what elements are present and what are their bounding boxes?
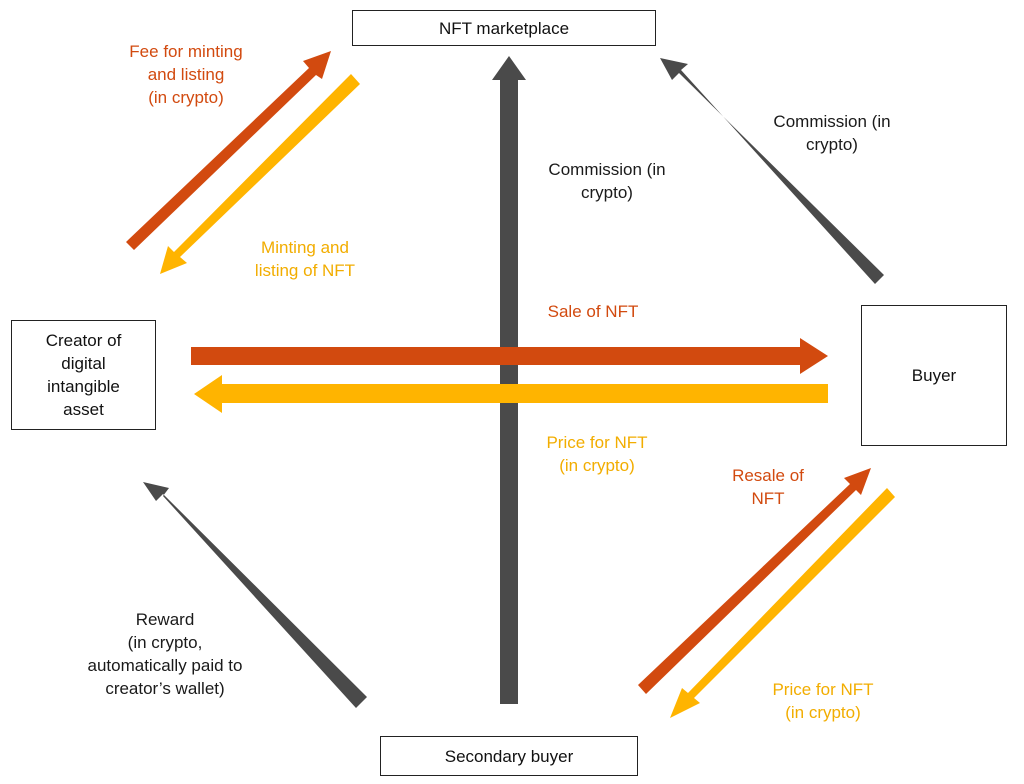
node-buyer: Buyer bbox=[861, 305, 1007, 446]
label-commission-right: Commission (in crypto) bbox=[773, 112, 891, 154]
label-price: Price for NFT (in crypto) bbox=[546, 433, 648, 475]
node-buyer-label: Buyer bbox=[911, 366, 957, 385]
label-price-resale: Price for NFT (in crypto) bbox=[772, 680, 874, 722]
label-reward: Reward (in crypto, automatically paid to… bbox=[87, 610, 243, 698]
reward-arrow bbox=[143, 482, 367, 708]
label-resale: Resale of NFT bbox=[732, 466, 804, 508]
commission-arrow-vertical bbox=[492, 56, 526, 704]
node-secondary-buyer-label: Secondary buyer bbox=[444, 746, 574, 766]
node-nft-marketplace-label: NFT marketplace bbox=[438, 18, 570, 38]
label-minting-listing: Minting and listing of NFT bbox=[254, 238, 356, 280]
sale-arrow bbox=[191, 338, 828, 374]
node-nft-marketplace: NFT marketplace bbox=[352, 10, 656, 46]
node-creator: Creator of digital intangible asset bbox=[11, 320, 156, 430]
label-fee-minting: Fee for minting and listing (in crypto) bbox=[129, 42, 243, 107]
price-resale-arrow bbox=[670, 488, 895, 718]
resale-arrow bbox=[638, 468, 871, 694]
node-creator-label: Creator of digital intangible asset bbox=[45, 331, 122, 419]
price-arrow bbox=[194, 375, 828, 413]
label-commission-center: Commission (in crypto) bbox=[548, 160, 666, 202]
commission-arrow-right bbox=[660, 58, 884, 284]
fee-arrow bbox=[126, 51, 331, 250]
label-sale: Sale of NFT bbox=[547, 302, 639, 321]
minting-arrow bbox=[160, 74, 360, 274]
node-secondary-buyer: Secondary buyer bbox=[380, 736, 638, 776]
